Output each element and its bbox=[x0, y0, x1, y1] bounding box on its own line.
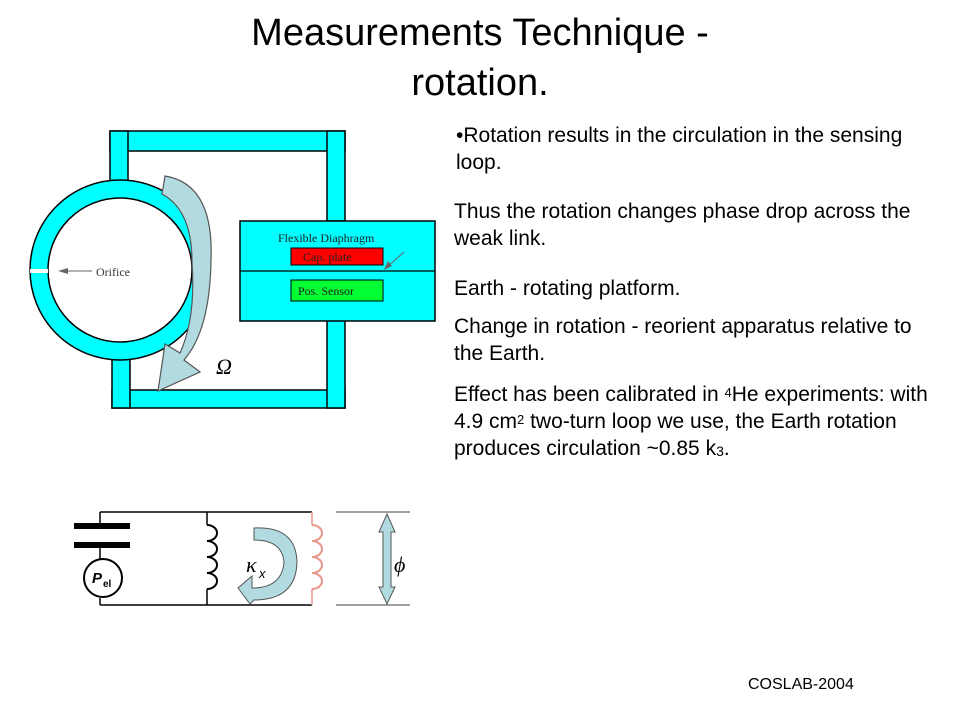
position-sensor-label: Pos. Sensor bbox=[298, 284, 354, 298]
inductor-right-coil bbox=[311, 524, 323, 590]
orifice-arrow-head bbox=[58, 268, 68, 274]
calibration-part-d: . bbox=[723, 437, 730, 460]
title-line-2: rotation. bbox=[411, 62, 549, 104]
pressure-label-sub: el bbox=[103, 579, 112, 590]
text-earth-platform: Earth - rotating platform. bbox=[454, 277, 681, 300]
kappa-label-sub: x bbox=[258, 566, 266, 581]
phi-label: ϕ bbox=[394, 552, 405, 577]
position-sensor bbox=[290, 279, 384, 302]
calibration-sup-4: 4 bbox=[724, 385, 732, 400]
calibration-sub-3: 3 bbox=[716, 443, 724, 459]
phi-double-arrow bbox=[378, 512, 396, 606]
calibration-part-a: Effect has been calibrated in bbox=[454, 383, 725, 406]
orifice-label: Orifice bbox=[96, 265, 130, 279]
diaphragm-pointer-head bbox=[384, 261, 392, 270]
pressure-source-circle bbox=[83, 558, 123, 598]
text-calibration: Effect has been calibrated in 4He experi… bbox=[454, 381, 944, 462]
cap-plate-label: Cap. plate bbox=[303, 250, 352, 264]
cap-plate bbox=[290, 247, 384, 266]
kappa-label: κ bbox=[246, 552, 257, 577]
footer-label: COSLAB-2004 bbox=[748, 676, 854, 693]
text-reorient: Change in rotation - reorient apparatus … bbox=[454, 315, 912, 365]
slide-title: Measurements Technique - rotation. bbox=[150, 8, 810, 108]
capacitor-plate-bottom bbox=[74, 542, 130, 548]
text-phase-drop: Thus the rotation changes phase drop acr… bbox=[454, 200, 911, 250]
capacitor-plate-top bbox=[74, 523, 130, 529]
title-line-1: Measurements Technique - bbox=[251, 12, 709, 54]
calibration-part-c: two-turn loop we use, the Earth rotation… bbox=[454, 410, 897, 460]
circulation-arrow bbox=[237, 527, 298, 605]
calibration-sup-2: 2 bbox=[517, 412, 525, 427]
bullet-rotation: •Rotation results in the circulation in … bbox=[456, 124, 903, 174]
rotation-arrow bbox=[157, 175, 212, 393]
flexible-diaphragm-label: Flexible Diaphragm bbox=[278, 231, 375, 245]
inductor-left-coil bbox=[206, 524, 218, 590]
omega-label: Ω bbox=[216, 354, 232, 379]
pressure-label: P bbox=[92, 570, 103, 587]
calibration-part-b: He experiments: with 4.9 cm bbox=[454, 383, 928, 433]
